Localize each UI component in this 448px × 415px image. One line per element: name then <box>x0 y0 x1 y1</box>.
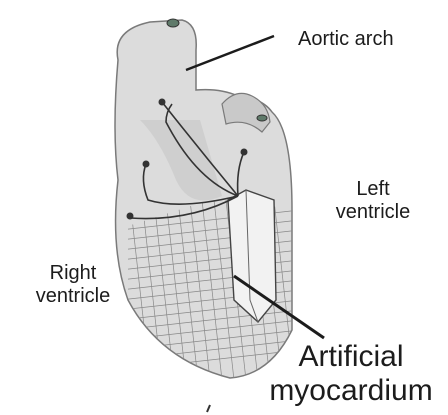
label-aortic-arch: Aortic arch <box>298 28 394 51</box>
leader-line-aortic-arch <box>186 36 274 70</box>
electrode-point <box>143 161 150 168</box>
electrode-point <box>159 99 166 106</box>
stray-mark <box>207 405 210 412</box>
label-right-ventricle-line1: Right <box>28 262 118 285</box>
label-left-ventricle-line1: Left <box>330 178 416 201</box>
label-artificial-myocardium: Artificial myocardium <box>254 340 448 407</box>
label-right-ventricle-line2: ventricle <box>28 285 118 308</box>
label-left-ventricle-line2: ventricle <box>330 201 416 224</box>
electrode-point <box>127 213 134 220</box>
label-artificial-myocardium-line1: Artificial <box>254 340 448 374</box>
aorta-opening <box>167 19 179 27</box>
label-right-ventricle: Right ventricle <box>28 262 118 308</box>
label-artificial-myocardium-line2: myocardium <box>254 374 448 408</box>
vessel-opening <box>257 115 267 121</box>
electrode-point <box>241 149 248 156</box>
label-left-ventricle: Left ventricle <box>330 178 416 224</box>
